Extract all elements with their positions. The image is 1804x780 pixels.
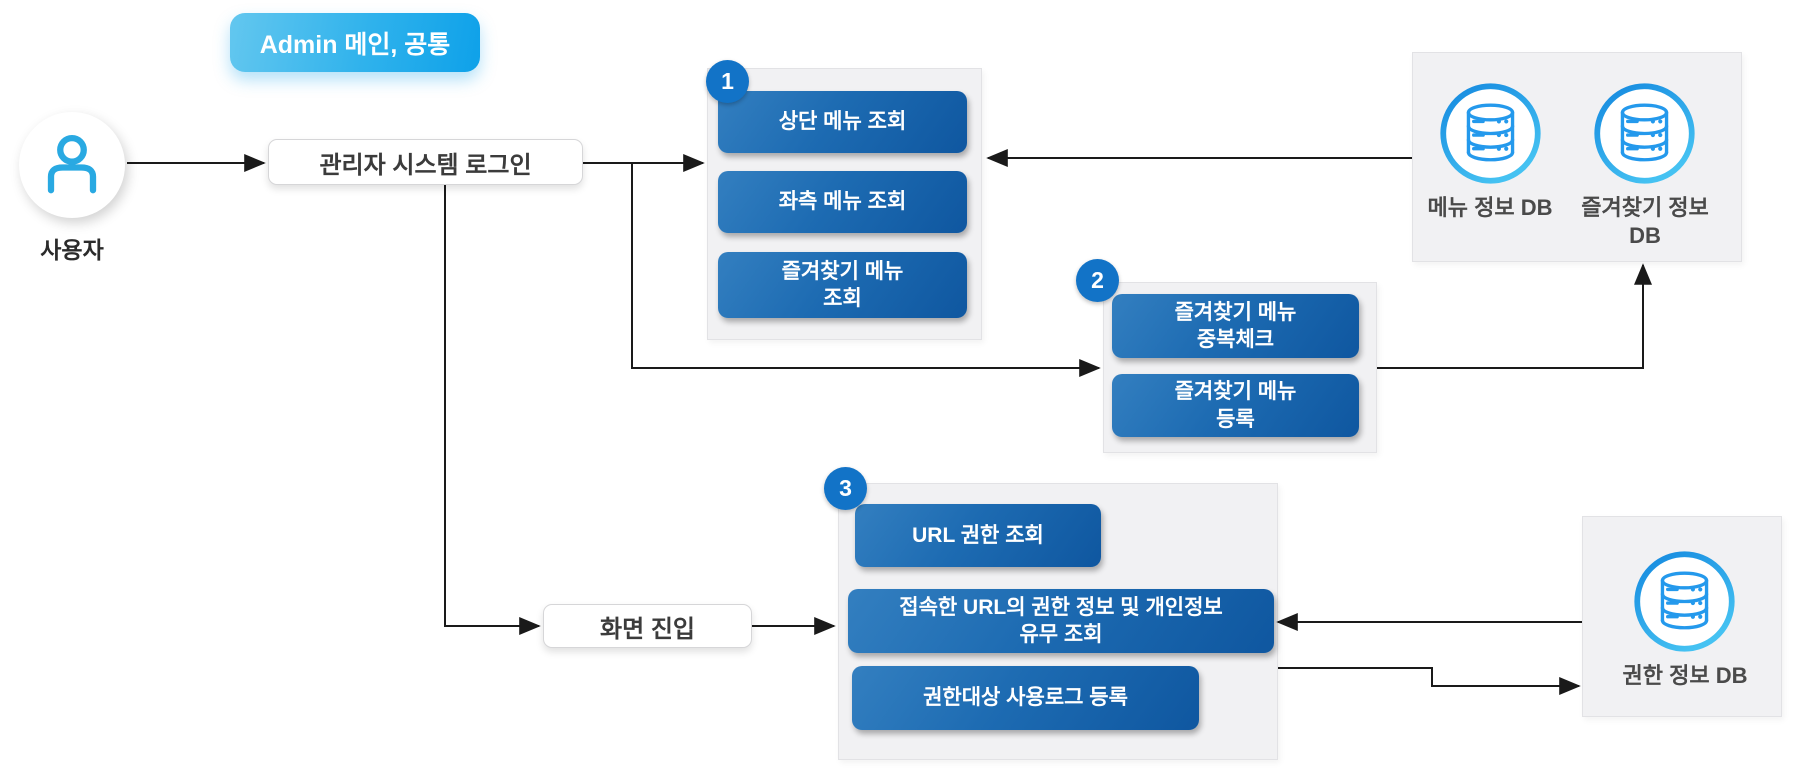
auth-db-icon: [1632, 549, 1737, 654]
process-url-auth-search: URL 권한 조회: [855, 504, 1101, 567]
screen-entry-label: 화면 진입: [600, 615, 695, 643]
process-favorites-duplicate-check: 즐겨찾기 메뉴 중복체크: [1112, 294, 1359, 358]
menu-db-label: 메뉴 정보 DB: [1427, 195, 1553, 220]
arrow-login-to-screen-entry: [444, 185, 541, 635]
login-node: 관리자 시스템 로그인: [268, 139, 583, 185]
favorites-db-icon: [1592, 81, 1697, 186]
process-url-auth-privacy-check: 접속한 URL의 권한 정보 및 개인정보 유무 조회: [848, 589, 1274, 653]
auth-db-label: 권한 정보 DB: [1622, 663, 1748, 688]
login-node-label: 관리자 시스템 로그인: [319, 151, 532, 179]
person-icon: [30, 123, 114, 207]
process-favorites-menu-search: 즐겨찾기 메뉴 조회: [718, 252, 967, 318]
group2-number-badge: 2: [1076, 259, 1119, 302]
menu-db-icon: [1438, 81, 1543, 186]
process-favorites-register: 즐겨찾기 메뉴 등록: [1112, 374, 1359, 437]
favorites-db-label: 즐겨찾기 정보 DB: [1581, 195, 1709, 248]
screen-entry-node: 화면 진입: [543, 604, 752, 648]
group3-number-badge: 3: [824, 467, 867, 510]
user-avatar: [19, 112, 125, 218]
title-badge: Admin 메인, 공통: [230, 13, 480, 72]
auth-db-panel: [1582, 516, 1782, 717]
arrow-group2-to-favoritesdb: [1377, 263, 1652, 369]
title-badge-label: Admin 메인, 공통: [259, 30, 451, 59]
process-top-menu-search: 상단 메뉴 조회: [718, 91, 967, 153]
user-label: 사용자: [40, 237, 104, 263]
group1-number-badge: 1: [706, 60, 749, 103]
process-auth-usage-log-register: 권한대상 사용로그 등록: [852, 666, 1199, 730]
process-left-menu-search: 좌측 메뉴 조회: [718, 171, 967, 233]
arrow-group3-to-authdb: [1278, 667, 1581, 695]
